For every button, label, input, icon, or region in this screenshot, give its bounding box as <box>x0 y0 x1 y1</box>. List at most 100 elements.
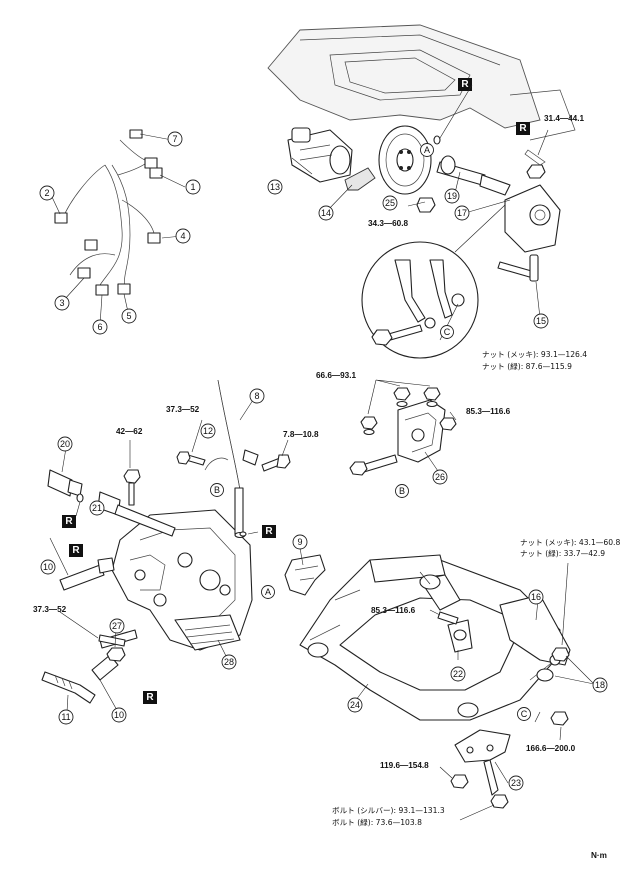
transaxle <box>111 509 253 651</box>
callout-19: 19 <box>444 188 460 204</box>
callout-12-text: 12 <box>203 426 213 436</box>
torque-31-4: 31.4—44.1 <box>544 114 585 123</box>
bolt-42-62 <box>123 469 141 506</box>
note-bolt-silver: ボルト (シルバー): 93.1—131.3 <box>332 806 445 815</box>
bolt-85-lower <box>437 611 459 625</box>
callout-10b: 10 <box>111 707 127 723</box>
callout-27-text: 27 <box>112 621 122 631</box>
bolt-dipstick-head <box>276 454 291 469</box>
callout-20: 20 <box>57 436 73 452</box>
callout-25-text: 25 <box>385 198 395 208</box>
o-ring-dipstick <box>239 531 247 537</box>
callout-11-text: 11 <box>61 712 70 722</box>
torque-119-6: 119.6—154.8 <box>380 761 429 770</box>
callout-28: 28 <box>221 654 237 670</box>
callout-9-text: 9 <box>297 537 302 547</box>
torque-34-3: 34.3—60.8 <box>368 219 409 228</box>
callout-2-text: 2 <box>44 188 49 198</box>
callout-17: 17 <box>454 205 470 221</box>
replace-mark-3-text: R <box>65 516 73 527</box>
note-nut-green-1: ナット (緑): 87.6—115.9 <box>482 361 572 371</box>
replace-marks: R R R R R R <box>62 78 530 704</box>
torque-166-6: 166.6—200.0 <box>526 744 576 753</box>
unit-label: N·m <box>591 851 607 860</box>
o-ring-left <box>76 493 84 503</box>
note-nut-green-2: ナット (緑): 33.7—42.9 <box>520 548 605 558</box>
callout-3-text: 3 <box>59 298 64 308</box>
callout-group: 1 2 3 4 5 6 7 8 9 10 10 11 12 13 14 15 1… <box>39 131 608 791</box>
letter-c-bottom-text: C <box>521 709 528 719</box>
torque-66-6: 66.6—93.1 <box>316 371 357 380</box>
callout-10a: 10 <box>40 559 56 575</box>
callout-1-text: 1 <box>190 182 195 192</box>
replace-mark-6: R <box>143 691 157 704</box>
letter-c-bottom: C <box>517 707 531 721</box>
callout-6: 6 <box>92 319 108 335</box>
right-driveshaft <box>436 155 511 196</box>
letter-b-right-text: B <box>399 486 405 496</box>
callout-15: 15 <box>533 313 549 329</box>
bracket-23 <box>454 729 511 796</box>
torque-85-3-lower: 85.3—116.6 <box>371 606 416 615</box>
torque-7-8: 7.8—10.8 <box>283 430 319 439</box>
bolt-25 <box>416 197 436 213</box>
callout-6-text: 6 <box>97 322 102 332</box>
letter-b-right: B <box>395 484 409 498</box>
letter-a-bottom: A <box>261 585 275 599</box>
callout-18: 18 <box>592 677 608 693</box>
callout-23: 23 <box>508 775 524 791</box>
callout-12: 12 <box>200 423 216 439</box>
steering-knuckle <box>504 184 561 253</box>
replace-mark-3: R <box>62 515 76 528</box>
torque-37-3-lower: 37.3—52 <box>33 605 67 614</box>
callout-8: 8 <box>249 388 265 404</box>
dipstick-tube <box>217 379 259 539</box>
replace-mark-2: R <box>516 122 530 135</box>
torque-42: 42—62 <box>116 427 143 436</box>
replace-mark-1: R <box>458 78 472 91</box>
callout-26-text: 26 <box>435 472 445 482</box>
callout-16-text: 16 <box>531 592 541 602</box>
replace-mark-4: R <box>262 525 276 538</box>
callout-26: 26 <box>432 469 448 485</box>
callout-13-text: 13 <box>270 182 280 192</box>
shift-cable <box>41 671 96 704</box>
replace-mark-5-text: R <box>72 545 80 556</box>
starter-motor <box>287 127 353 183</box>
callout-5: 5 <box>121 308 137 324</box>
rear-mount-22 <box>447 619 473 653</box>
callout-18-text: 18 <box>595 680 605 690</box>
bracket-9 <box>284 554 326 596</box>
callout-28-text: 28 <box>224 657 234 667</box>
mount-nuts <box>360 387 457 436</box>
cooler-pipe-upper <box>59 557 115 591</box>
callout-17-text: 17 <box>457 208 467 218</box>
letter-refs: A A B B C C <box>210 143 531 721</box>
callout-14: 14 <box>318 205 334 221</box>
nut-27 <box>106 647 126 662</box>
letter-a-bottom-text: A <box>265 587 271 597</box>
letter-c-detail-text: C <box>444 327 451 337</box>
cotter-pin <box>524 149 546 166</box>
engine-outline <box>267 24 576 141</box>
nut-knuckle-top <box>526 164 546 179</box>
callout-7-text: 7 <box>172 134 177 144</box>
bolt-12 <box>176 451 206 466</box>
callout-10b-text: 10 <box>114 710 124 720</box>
callout-3: 3 <box>54 295 70 311</box>
replace-mark-4-text: R <box>265 526 273 537</box>
torque-85-3-upper: 85.3—116.6 <box>466 407 511 416</box>
callout-4: 4 <box>175 228 191 244</box>
callout-21-text: 21 <box>92 503 102 513</box>
notes: ナット (メッキ): 93.1—126.4 ナット (緑): 87.6—115.… <box>332 350 620 827</box>
callout-22-text: 22 <box>453 669 463 679</box>
callout-7: 7 <box>167 131 183 147</box>
nut-166 <box>550 711 569 726</box>
callout-24-text: 24 <box>350 700 360 710</box>
tie-rod-end <box>497 254 539 282</box>
bolt-bracket-23 <box>490 794 509 809</box>
letter-b-left-text: B <box>214 485 220 495</box>
drive-plate <box>378 125 432 195</box>
torque-37-3-upper: 37.3—52 <box>166 405 200 414</box>
